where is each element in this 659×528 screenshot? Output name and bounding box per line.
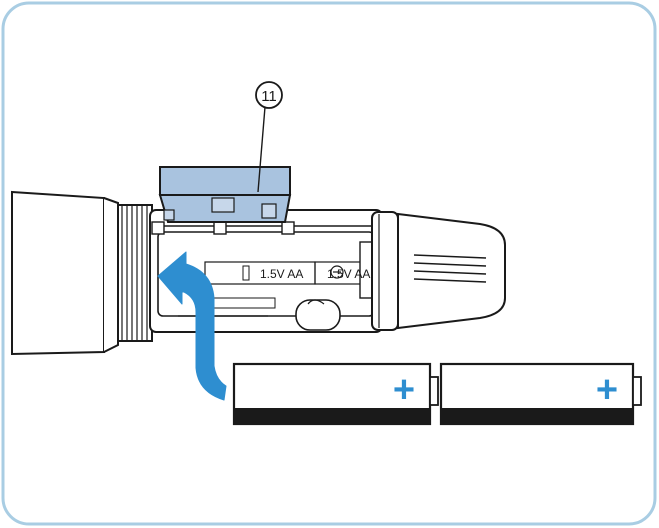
insertion-arrow <box>157 251 227 401</box>
callout-circle <box>255 81 283 109</box>
compartment-label-right: 1.5V AA <box>327 267 370 281</box>
compartment-label-left: 1.5V AA <box>260 267 303 281</box>
aa-battery-1: + <box>232 362 439 426</box>
battery-cover <box>158 166 292 223</box>
callout-number: 11 <box>261 88 277 105</box>
callout-leader <box>257 106 266 193</box>
antenna-tip <box>397 212 506 330</box>
front-collar <box>371 211 399 331</box>
aa-battery-2: + <box>439 362 642 426</box>
threaded-ring <box>117 204 153 342</box>
battery-1-plus: + <box>393 369 415 411</box>
battery-2-plus: + <box>596 369 618 411</box>
transmitter-handle <box>11 190 119 356</box>
